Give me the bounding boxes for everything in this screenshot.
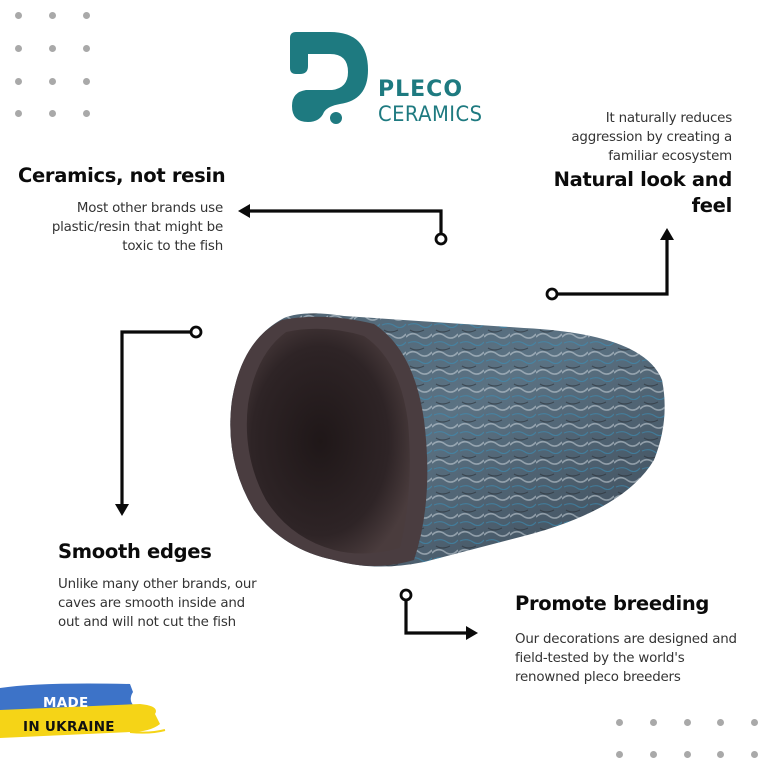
dot [49,78,56,85]
feature-title-ceramics: Ceramics, not resin [18,164,226,187]
dot [15,12,22,19]
desc-line: caves are smooth inside and [58,596,245,611]
dot [49,12,56,19]
dot [83,110,90,117]
feature-desc-smooth: Unlike many other brands, our caves are … [58,575,298,632]
badge-ukraine-label: IN UKRAINE [23,719,115,735]
brand-name-line2: CERAMICS [378,102,483,126]
dot [717,719,724,726]
dot [83,78,90,85]
dot [717,751,724,758]
desc-line: familiar ecosystem [608,149,732,164]
dot [83,45,90,52]
feature-desc-ceramics: Most other brands use plastic/resin that… [20,199,223,256]
desc-line: renowned pleco breeders [515,670,681,685]
desc-line: plastic/resin that might be [51,220,223,235]
pleco-logo-icon [290,32,368,124]
desc-line: field-tested by the world's [515,651,685,666]
feature-title-natural: Natural look and feel [500,167,733,219]
feature-desc-breeding: Our decorations are designed and field-t… [515,630,777,687]
dot [650,719,657,726]
desc-line: It naturally reduces [605,111,732,126]
feature-title-smooth: Smooth edges [58,540,212,563]
title-line: feel [691,194,733,217]
dot [684,719,691,726]
badge-made-label: MADE [43,695,89,711]
dot [616,719,623,726]
dot [15,110,22,117]
dot [49,45,56,52]
title-line: Natural look and [553,168,733,191]
dot [49,110,56,117]
desc-line: toxic to the fish [122,239,223,254]
brand-name-line1: PLECO [378,77,464,102]
dot [751,751,758,758]
feature-desc-natural: It naturally reduces aggression by creat… [520,109,732,166]
made-in-ukraine-badge [0,683,166,738]
desc-line: Unlike many other brands, our [58,577,257,592]
brand-wordmark: PLECO CERAMICS [378,77,490,127]
dot [15,78,22,85]
dot-grid-top-left [0,0,100,120]
dot [616,751,623,758]
desc-line: aggression by creating a [571,130,732,145]
ceramic-cave-image [230,313,665,567]
dot [15,45,22,52]
feature-title-breeding: Promote breeding [515,592,710,615]
desc-line: Our decorations are designed and [515,632,737,647]
dot [751,719,758,726]
desc-line: out and will not cut the fish [58,615,236,630]
dot [83,12,90,19]
dot [684,751,691,758]
desc-line: Most other brands use [76,201,223,216]
dot [650,751,657,758]
